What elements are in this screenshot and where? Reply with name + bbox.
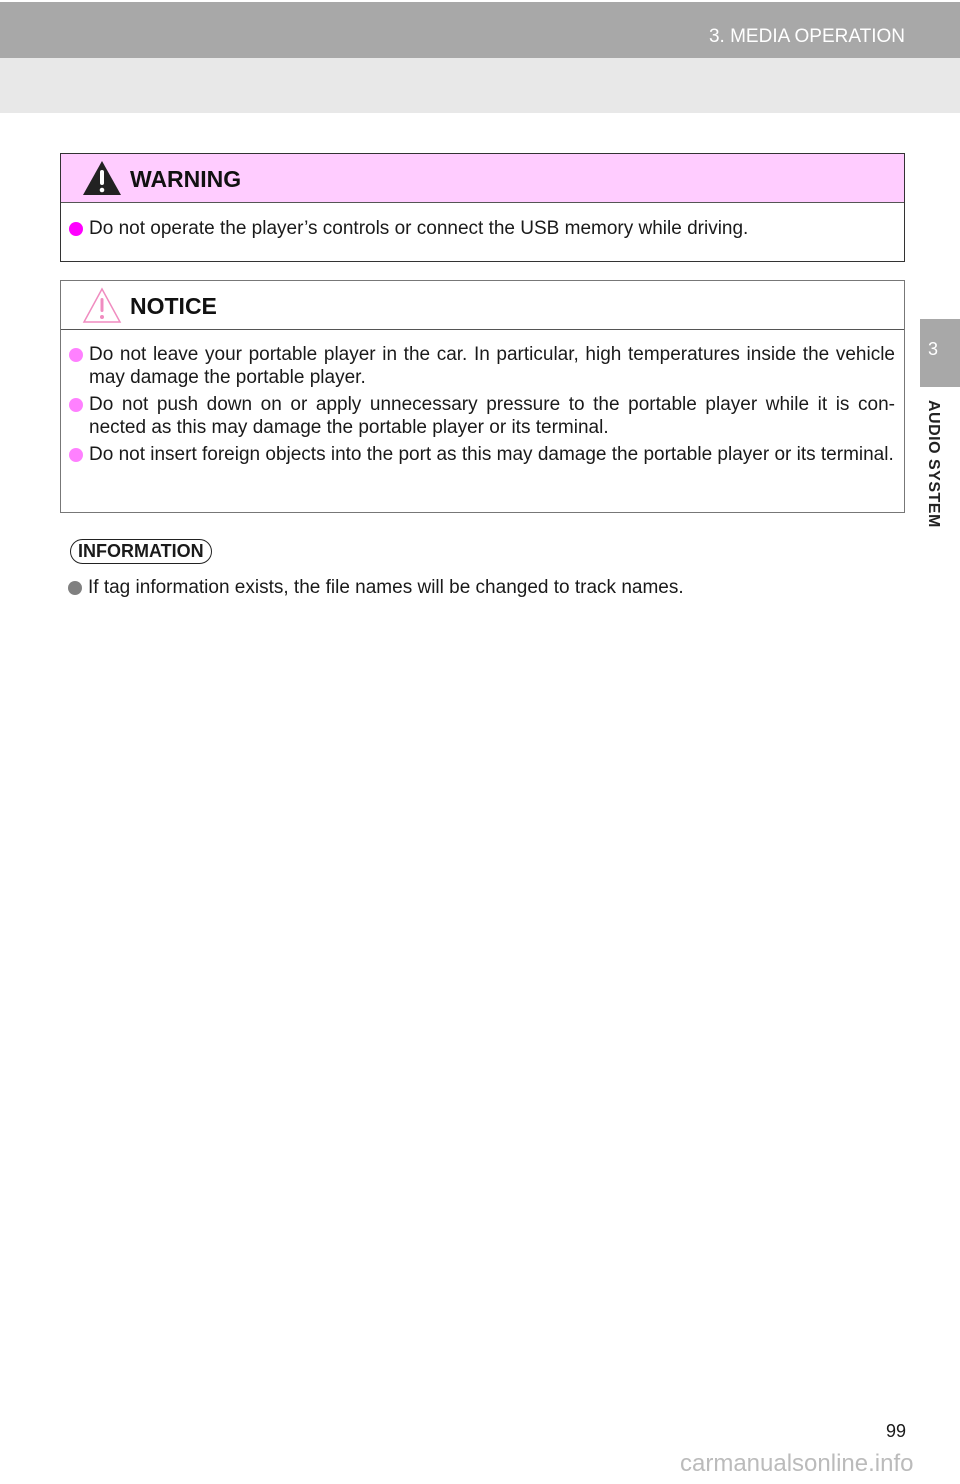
notice-text: Do not insert foreign objects into the p…: [89, 444, 894, 465]
bullet-icon: [69, 448, 83, 462]
notice-header: NOTICE: [61, 281, 904, 330]
warning-header: WARNING: [61, 154, 904, 203]
notice-item: Do not leave your portable player in the…: [61, 343, 895, 389]
warning-triangle-icon: [83, 161, 121, 195]
page-number: 99: [885, 1421, 906, 1441]
chapter-number: 3: [928, 339, 939, 359]
section-title: 3. MEDIA OPERATION: [708, 26, 905, 47]
notice-item: Do not push down on or apply unnecessary…: [61, 393, 895, 439]
information-text: If tag information exists, the file name…: [88, 577, 684, 598]
information-label: INFORMATION: [70, 539, 212, 564]
bullet-icon: [69, 348, 83, 362]
watermark: carmanualsonline.info: [680, 1450, 914, 1477]
bullet-icon: [69, 222, 83, 236]
information-item: If tag information exists, the file name…: [60, 576, 928, 599]
chapter-tab: 3: [920, 319, 960, 387]
warning-title: WARNING: [130, 166, 242, 192]
bullet-icon: [68, 581, 82, 595]
notice-text: Do not push down on or apply unnecessary…: [89, 394, 895, 438]
warning-box: WARNING Do not operate the player’s cont…: [60, 153, 905, 262]
notice-text: Do not leave your portable player in the…: [89, 344, 895, 388]
subheader-band: [0, 58, 960, 113]
notice-item: Do not insert foreign objects into the p…: [61, 443, 895, 466]
notice-title: NOTICE: [130, 293, 217, 319]
bullet-icon: [69, 398, 83, 412]
notice-box: NOTICE Do not leave your portable player…: [60, 280, 905, 513]
warning-item: Do not operate the player’s controls or …: [61, 217, 895, 240]
chapter-label: AUDIO SYSTEM: [925, 400, 942, 528]
section-header: 3. MEDIA OPERATION: [0, 2, 960, 58]
warning-text: Do not operate the player’s controls or …: [89, 218, 749, 239]
caution-triangle-icon: [82, 287, 122, 323]
